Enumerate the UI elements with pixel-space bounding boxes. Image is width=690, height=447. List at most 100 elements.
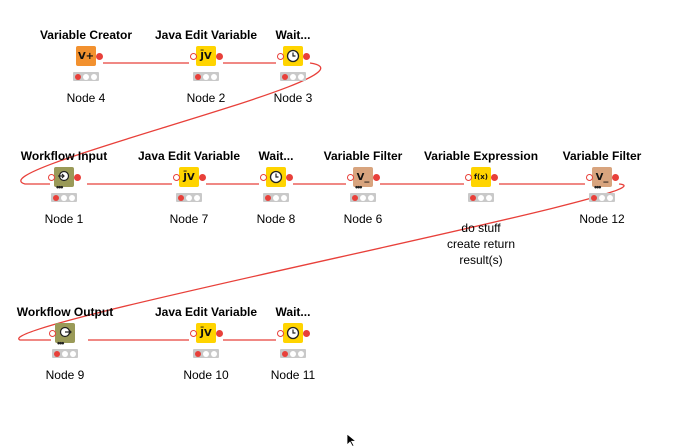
output-port[interactable] — [215, 52, 223, 60]
node-workflow-output-9[interactable]: Workflow Output ••• Node 9 — [5, 305, 125, 415]
node-label[interactable]: Node 12 — [579, 212, 625, 226]
annotation-line: do stuff — [461, 221, 501, 235]
node-variable-creator-4[interactable]: Variable Creator V+ Node 4 — [26, 28, 146, 138]
output-port[interactable] — [215, 329, 223, 337]
node-label[interactable]: Node 8 — [256, 212, 296, 226]
status-traffic-light — [193, 349, 219, 358]
icon-glyph: J̄V — [200, 50, 212, 62]
icon-glyph: J̄V — [183, 171, 195, 183]
ellipsis-icon: ••• — [57, 338, 65, 348]
output-port[interactable] — [490, 173, 498, 181]
java-edit-variable-icon[interactable]: J̄V — [196, 46, 216, 66]
node-wait-11[interactable]: Wait... Node 11 — [233, 305, 353, 415]
output-port[interactable] — [372, 173, 380, 181]
node-title: Variable Expression — [423, 149, 539, 163]
mouse-cursor-icon — [346, 433, 358, 447]
node-label[interactable]: Node 10 — [183, 368, 229, 382]
icon-glyph: V_ — [356, 171, 370, 183]
node-label[interactable]: Node 4 — [66, 91, 106, 105]
node-title: Workflow Output — [16, 305, 114, 319]
node-title: Wait... — [275, 28, 311, 42]
wait-clock-icon[interactable] — [266, 167, 286, 187]
node-label[interactable]: Node 11 — [270, 368, 316, 382]
variable-expression-icon[interactable]: f(x) — [471, 167, 491, 187]
ellipsis-icon: ••• — [355, 182, 363, 192]
status-traffic-light — [176, 193, 202, 202]
node-wait-8[interactable]: Wait... Node 8 — [216, 149, 336, 259]
icon-glyph: V+ — [77, 50, 95, 62]
output-port[interactable] — [302, 52, 310, 60]
annotation-line: create return — [446, 237, 516, 251]
status-traffic-light — [468, 193, 494, 202]
clock-icon — [286, 49, 300, 63]
status-traffic-light — [52, 349, 78, 358]
status-traffic-light — [589, 193, 615, 202]
ellipsis-icon: ••• — [594, 182, 602, 192]
input-port[interactable] — [189, 52, 197, 60]
node-title: Variable Filter — [562, 149, 642, 163]
input-port[interactable] — [346, 173, 354, 181]
variable-filter-icon[interactable]: V_ ••• — [592, 167, 612, 192]
variable-filter-icon[interactable]: V_ ••• — [353, 167, 373, 192]
node-title: Variable Creator — [39, 28, 133, 42]
input-port[interactable] — [47, 173, 55, 181]
node-title: Java Edit Variable — [154, 28, 258, 42]
variable-creator-icon[interactable]: V+ — [76, 46, 96, 66]
node-workflow-input-1[interactable]: Workflow Input ••• Node 1 — [4, 149, 124, 259]
status-traffic-light — [193, 72, 219, 81]
input-port[interactable] — [585, 173, 593, 181]
node-wait-3[interactable]: Wait... Node 3 — [233, 28, 353, 138]
node-label[interactable]: Node 6 — [343, 212, 383, 226]
input-port[interactable] — [189, 329, 197, 337]
output-port[interactable] — [198, 173, 206, 181]
output-port[interactable] — [95, 52, 103, 60]
node-title: Wait... — [275, 305, 311, 319]
node-title: Variable Filter — [323, 149, 403, 163]
clock-icon — [286, 326, 300, 340]
output-port[interactable] — [285, 173, 293, 181]
arrow-out-icon — [59, 326, 72, 338]
status-traffic-light — [73, 72, 99, 81]
node-java-edit-variable-10[interactable]: Java Edit Variable J̄V Node 10 — [146, 305, 266, 415]
input-port[interactable] — [276, 52, 284, 60]
node-java-edit-variable-7[interactable]: Java Edit Variable J̄V Node 7 — [129, 149, 249, 259]
icon-glyph: V_ — [595, 171, 609, 183]
workflow-input-icon[interactable]: ••• — [54, 167, 74, 192]
input-port[interactable] — [276, 329, 284, 337]
input-port[interactable] — [464, 173, 472, 181]
wait-clock-icon[interactable] — [283, 46, 303, 66]
status-traffic-light — [350, 193, 376, 202]
node-annotation[interactable]: do stuff create return result(s) — [421, 220, 541, 268]
status-traffic-light — [280, 349, 306, 358]
connection-n3-n1[interactable] — [20, 62, 322, 185]
icon-glyph: f(x) — [474, 173, 488, 181]
annotation-line: result(s) — [459, 253, 503, 267]
clock-icon — [269, 170, 283, 184]
node-label[interactable]: Node 2 — [186, 91, 226, 105]
node-title: Wait... — [258, 149, 294, 163]
status-traffic-light — [51, 193, 77, 202]
output-port[interactable] — [302, 329, 310, 337]
wait-clock-icon[interactable] — [283, 323, 303, 343]
node-title: Workflow Input — [20, 149, 108, 163]
input-port[interactable] — [259, 173, 267, 181]
node-variable-filter-6[interactable]: Variable Filter V_ ••• Node 6 — [303, 149, 423, 259]
node-label[interactable]: Node 9 — [45, 368, 85, 382]
node-java-edit-variable-2[interactable]: Java Edit Variable J̄V Node 2 — [146, 28, 266, 138]
workflow-output-icon[interactable]: ••• — [55, 323, 75, 348]
input-port[interactable] — [48, 329, 56, 337]
arrow-in-icon — [58, 170, 70, 182]
node-label[interactable]: Node 7 — [169, 212, 209, 226]
output-port[interactable] — [611, 173, 619, 181]
node-variable-filter-12[interactable]: Variable Filter V_ ••• Node 12 — [542, 149, 662, 259]
java-edit-variable-icon[interactable]: J̄V — [196, 323, 216, 343]
node-title: Java Edit Variable — [154, 305, 258, 319]
input-port[interactable] — [172, 173, 180, 181]
node-variable-expression[interactable]: Variable Expression f(x) do stuff create… — [421, 149, 541, 267]
java-edit-variable-icon[interactable]: J̄V — [179, 167, 199, 187]
node-label[interactable]: Node 1 — [44, 212, 84, 226]
output-port[interactable] — [73, 173, 81, 181]
ellipsis-icon: ••• — [56, 182, 64, 192]
node-label[interactable]: Node 3 — [273, 91, 313, 105]
